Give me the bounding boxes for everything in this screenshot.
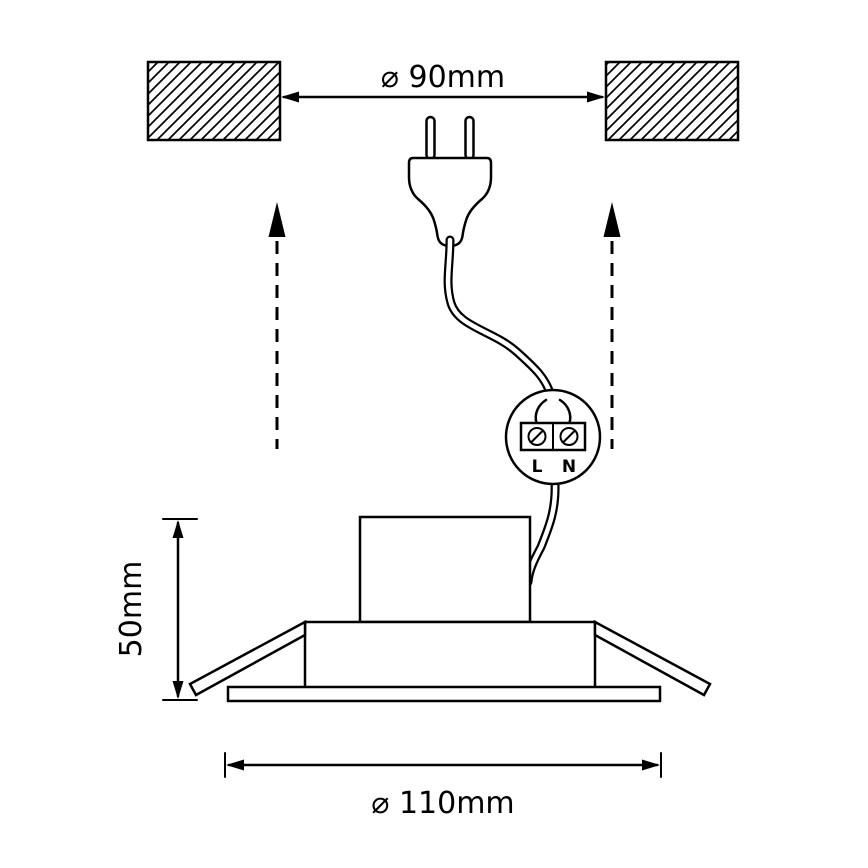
trim-diameter-label: ⌀ 110mm [371, 786, 514, 821]
wire-stub-left [534, 398, 548, 425]
terminal-neutral-label: N [562, 457, 576, 477]
terminal-connector: L N [504, 388, 602, 486]
height-dim-arrow-top [172, 520, 184, 538]
fixture-spring-wing-left [188, 619, 307, 697]
screw-slot [562, 430, 576, 443]
screw-icon [559, 427, 579, 446]
height-dim-arrow-bottom [172, 681, 184, 699]
screw-slot [530, 430, 544, 443]
fixture-spring-wing-right [593, 619, 712, 697]
trim-dim-arrow-left [226, 759, 244, 771]
screw-icon [527, 427, 547, 446]
cutout-dim-arrow-right [587, 91, 605, 103]
wire-stub-right [558, 398, 572, 425]
power-plug [407, 115, 493, 248]
cutout-dim-arrow-left [281, 91, 299, 103]
install-arrow-left [268, 202, 286, 449]
cable-upper-core [445, 237, 553, 396]
ceiling-cutout-left [146, 60, 282, 142]
fixture-trim-ring [226, 685, 662, 703]
fixture-cross-section [188, 515, 712, 703]
cutout-dimension: ⌀ 90mm [281, 60, 605, 103]
plug-body [407, 156, 493, 248]
plug-pin-left [425, 115, 436, 161]
ceiling-section [146, 60, 740, 142]
trim-dimension: ⌀ 110mm [224, 752, 662, 821]
install-arrow-right [603, 202, 621, 449]
trim-dim-arrow-right [642, 759, 660, 771]
terminal-live-label: L [532, 457, 543, 477]
plug-pin-right [464, 115, 475, 161]
height-dimension: 50mm [114, 518, 198, 701]
height-label: 50mm [114, 561, 149, 658]
up-arrowhead-icon [603, 202, 621, 237]
fixture-driver-box [358, 515, 532, 624]
ceiling-cutout-right [604, 60, 740, 142]
fixture-housing [303, 620, 597, 690]
up-arrowhead-icon [268, 202, 286, 237]
cutout-diameter-label: ⌀ 90mm [381, 60, 505, 95]
